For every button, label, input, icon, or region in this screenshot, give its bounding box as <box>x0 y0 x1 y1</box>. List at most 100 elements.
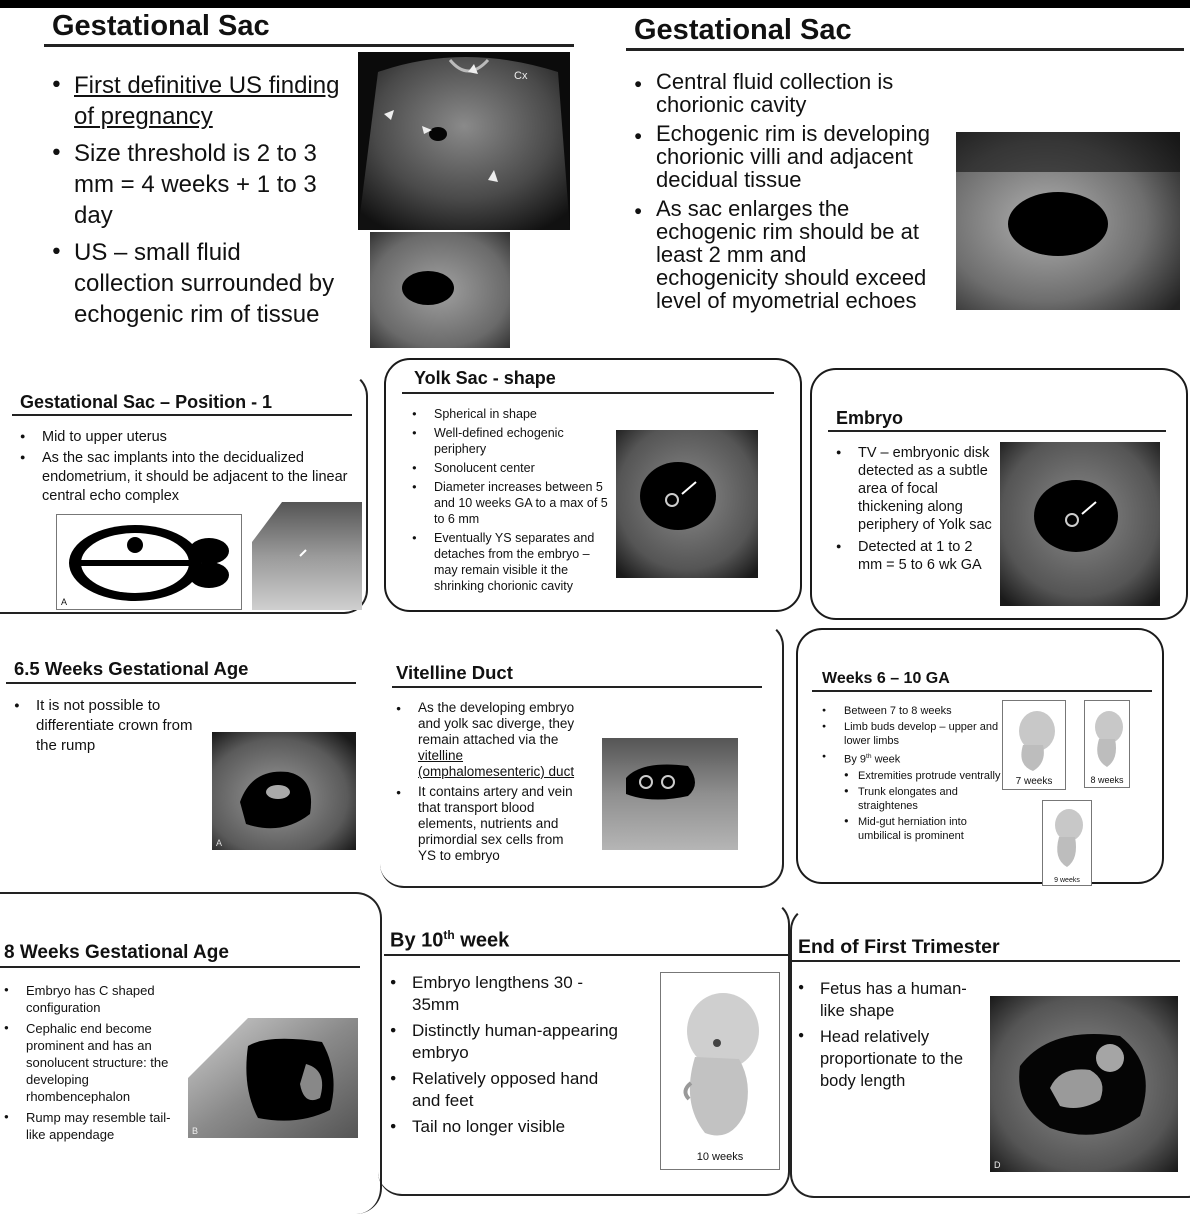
bullet-item: As the developing embryo and yolk sac di… <box>396 700 584 780</box>
bullet-item: Echogenic rim is developing chorionic vi… <box>634 122 934 191</box>
slide-title: Gestational Sac <box>52 10 270 42</box>
figure-caption: 9 weeks <box>1054 877 1080 884</box>
bullet-item: Eventually YS separates and detaches fro… <box>412 530 608 594</box>
bullet-item: As sac enlarges the echogenic rim should… <box>634 197 934 312</box>
bullet-item: Relatively opposed hand and feet <box>390 1068 620 1112</box>
slide-gestational-sac-2: Gestational Sac Central fluid collection… <box>600 8 1190 368</box>
bullet-item: Diameter increases between 5 and 10 week… <box>412 479 608 527</box>
title-rule <box>0 966 360 968</box>
bullet-item: By 9th week Extremities protrude ventral… <box>822 750 1002 843</box>
bullet-item: Mid to upper uterus <box>20 428 350 447</box>
ultrasound-image: Cx <box>358 52 570 230</box>
bullet-item: As the sac implants into the decidualize… <box>20 449 350 506</box>
slide-title: 8 Weeks Gestational Age <box>4 942 229 963</box>
ultrasound-image: A <box>212 732 356 850</box>
title-rule <box>812 690 1152 692</box>
title-rule <box>12 414 352 416</box>
title-rule <box>6 682 356 684</box>
bullet-item: It is not possible to differentiate crow… <box>14 696 204 756</box>
bullet-item: Limb buds develop – upper and lower limb… <box>822 720 1002 748</box>
bullet-item: US – small fluid collection surrounded b… <box>52 237 342 330</box>
bullet-item: First definitive US finding of pregnancy <box>52 70 342 132</box>
slide-gestational-sac-1: Gestational Sac First definitive US find… <box>0 8 590 368</box>
slide-yolk-sac-shape: Yolk Sac - shape Spherical in shape Well… <box>384 358 802 612</box>
slide-title: Gestational Sac – Position - 1 <box>20 392 273 412</box>
image-label: Cx <box>514 70 528 82</box>
slide-title: 6.5 Weeks Gestational Age <box>14 658 249 679</box>
bullet-list: Embryo has C shaped configuration Cephal… <box>4 982 174 1143</box>
bullet-list: TV – embryonic disk detected as a subtle… <box>836 444 996 574</box>
ultrasound-image <box>602 738 738 850</box>
bullet-item: Distinctly human-appearing embryo <box>390 1020 620 1064</box>
slide-title: Weeks 6 – 10 GA <box>822 670 950 687</box>
slide-frame <box>0 372 368 614</box>
figure-caption: 8 weeks <box>1090 775 1124 785</box>
title-rule <box>392 686 762 688</box>
top-border <box>0 0 1190 8</box>
bullet-item: Tail no longer visible <box>390 1116 620 1138</box>
title-rule <box>44 44 574 47</box>
title-rule <box>626 48 1184 51</box>
bullet-item: Well-defined echogenic periphery <box>412 425 608 457</box>
bullet-item: Rump may resemble tail-like appendage <box>4 1109 174 1143</box>
bullet-item: Embryo has C shaped configuration <box>4 982 174 1016</box>
bullet-item: Cephalic end become prominent and has an… <box>4 1020 174 1105</box>
slide-title: Yolk Sac - shape <box>414 368 556 388</box>
sub-bullet-item: Trunk elongates and straightenes <box>844 785 1002 813</box>
bullet-item: Detected at 1 to 2 mm = 5 to 6 wk GA <box>836 538 996 574</box>
title-rule <box>828 430 1166 432</box>
bullet-item: TV – embryonic disk detected as a subtle… <box>836 444 996 534</box>
bullet-list: Between 7 to 8 weeks Limb buds develop –… <box>822 704 1002 843</box>
sub-bullet-item: Extremities protrude ventrally <box>844 769 1002 783</box>
diagram-label: A <box>61 597 68 607</box>
slide-title: By 10th week <box>390 928 510 952</box>
bullet-item: Head relatively proportionate to the bod… <box>798 1026 988 1092</box>
embryo-illustration: 7 weeks <box>1002 700 1066 790</box>
ultrasound-image <box>252 502 362 610</box>
ultrasound-image: D <box>990 996 1178 1172</box>
slide-6-5-weeks: 6.5 Weeks Gestational Age It is not poss… <box>0 622 380 890</box>
bullet-item: Between 7 to 8 weeks <box>822 704 1002 718</box>
bullet-item: Spherical in shape <box>412 406 608 422</box>
title-rule <box>792 960 1180 962</box>
slide-title: Embryo <box>836 408 904 428</box>
ultrasound-image <box>616 430 758 578</box>
title-rule <box>384 954 790 956</box>
bullet-item: Sonolucent center <box>412 460 608 476</box>
ultrasound-image: B <box>188 1018 358 1138</box>
slide-frame <box>378 900 790 1196</box>
slide-8-weeks: 8 Weeks Gestational Age Embryo has C sha… <box>0 892 382 1214</box>
slide-frame <box>790 906 1190 1198</box>
slide-frame <box>0 892 382 1214</box>
slide-title: Vitelline Duct <box>396 662 513 683</box>
sub-bullet-list: Extremities protrude ventrally Trunk elo… <box>844 769 1002 843</box>
slide-embryo: Embryo TV – embryonic disk detected as a… <box>810 368 1188 620</box>
bullet-item: Central fluid collection is chorionic ca… <box>634 70 934 116</box>
slide-vitelline-duct: Vitelline Duct As the developing embryo … <box>380 622 784 890</box>
slide-frame <box>380 622 784 888</box>
slide-title: End of First Trimester <box>798 936 1000 958</box>
slide-end-of-first-trimester: End of First Trimester Fetus has a human… <box>790 906 1190 1200</box>
ultrasound-image <box>1000 442 1160 606</box>
embryo-illustration: 10 weeks <box>660 972 780 1170</box>
title-rule <box>402 392 774 394</box>
ultrasound-image <box>370 232 510 348</box>
slide-weeks-6-10: Weeks 6 – 10 GA Between 7 to 8 weeks Lim… <box>796 628 1164 886</box>
bullet-list: Embryo lengthens 30 - 35mm Distinctly hu… <box>390 972 620 1138</box>
bullet-list: Central fluid collection is chorionic ca… <box>634 70 934 312</box>
figure-caption: 7 weeks <box>1015 776 1053 787</box>
bullet-item: It contains artery and vein that transpo… <box>396 784 584 864</box>
bullet-list: It is not possible to differentiate crow… <box>14 696 204 756</box>
slide-sac-position: Gestational Sac – Position - 1 Mid to up… <box>0 372 380 620</box>
bullet-list: As the developing embryo and yolk sac di… <box>396 700 584 864</box>
image-label: A <box>216 838 223 848</box>
slide-by-10th-week: By 10th week Embryo lengthens 30 - 35mm … <box>378 900 790 1200</box>
bullet-item: Fetus has a human-like shape <box>798 978 988 1022</box>
bullet-item: Embryo lengthens 30 - 35mm <box>390 972 620 1016</box>
embryo-illustration: 8 weeks <box>1084 700 1130 788</box>
image-label: B <box>192 1126 199 1136</box>
bullet-list: First definitive US finding of pregnancy… <box>52 70 342 330</box>
sub-bullet-item: Mid-gut herniation into umbilical is pro… <box>844 815 1002 843</box>
bullet-list: Spherical in shape Well-defined echogeni… <box>412 406 608 594</box>
figure-caption: 10 weeks <box>696 1151 744 1163</box>
